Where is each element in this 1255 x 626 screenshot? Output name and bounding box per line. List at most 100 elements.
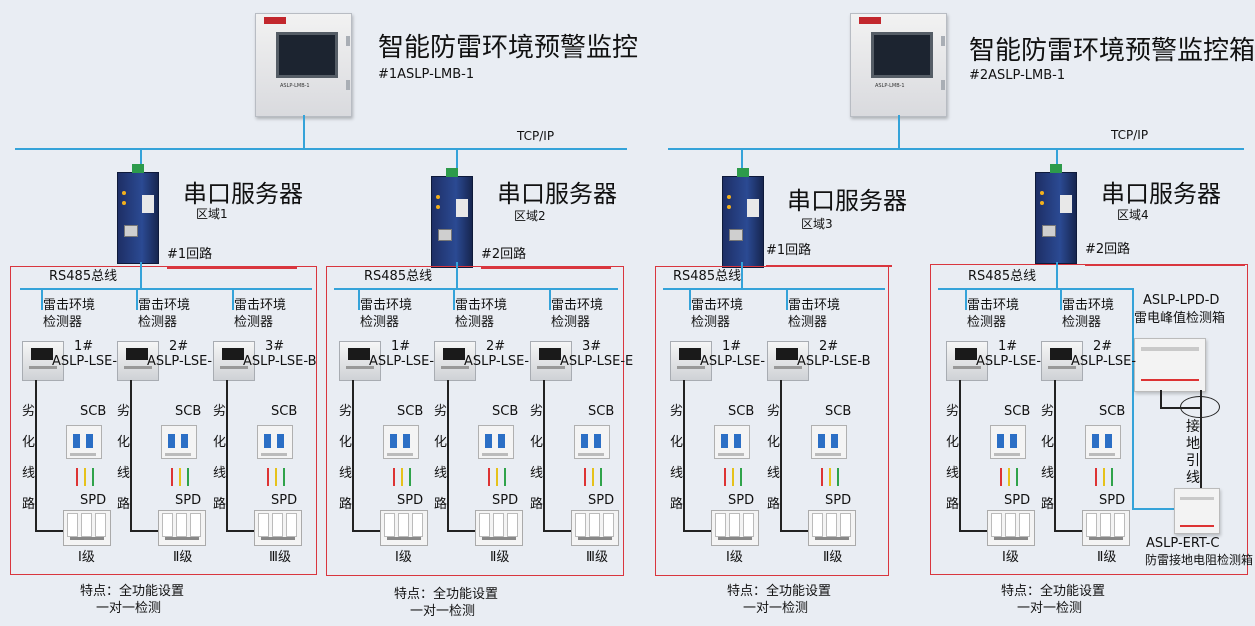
degradation-line-char: 线 [117,466,131,481]
degradation-line-char: 线 [339,466,353,481]
degradation-line-char: 化 [767,435,781,450]
spd-label: SPD [80,493,107,508]
detector-label: 雷击环境 [551,298,604,313]
rs485-label: RS485总线 [673,269,742,284]
detector-label: 雷击环境 [691,298,744,313]
loop-frame-4 [930,264,1248,575]
detector-label: 雷击环境 [1062,298,1115,313]
circuit-breaker [811,425,847,459]
ground-lead-char: 引 [1186,453,1200,469]
degradation-line-char: 劣 [22,404,36,419]
circuit-breaker [383,425,419,459]
rs485-bus [20,288,312,290]
lightning-env-detector [22,341,64,381]
surge-protector [158,510,206,546]
circuit-breaker [714,425,750,459]
detector-label: 检测器 [138,315,178,330]
rs485-label: RS485总线 [364,269,433,284]
protection-grade: Ⅰ级 [726,550,743,565]
detector-number: 1# [722,339,742,354]
spd-label: SPD [175,493,202,508]
lightning-env-detector [434,341,476,381]
lightning-env-detector [213,341,255,381]
lightning-env-detector [530,341,572,381]
protection-grade: Ⅰ级 [78,550,95,565]
degradation-line-char: 路 [434,497,448,512]
serial-server-zone2 [431,168,473,268]
protection-grade: Ⅰ级 [1002,550,1019,565]
detector-label: 雷击环境 [43,298,96,313]
detector-label: 检测器 [691,315,731,330]
protection-grade: Ⅲ级 [586,550,608,565]
detector-label: 检测器 [967,315,1007,330]
circuit-breaker [990,425,1026,459]
surge-protector [987,510,1035,546]
detector-number: 1# [391,339,411,354]
ert-name: 防雷接地电阻检测箱 [1145,553,1254,567]
rs485-bus [938,288,1134,290]
spd-label: SPD [728,493,755,508]
tcp-ip-bus [15,148,627,150]
scb-label: SCB [492,404,519,419]
detector-label: 检测器 [234,315,274,330]
degradation-line-char: 劣 [1041,404,1055,419]
detector-number: 2# [169,339,189,354]
monitor-id: #2ASLP-LMB-1 [969,68,1066,83]
circuit-breaker [257,425,293,459]
serial-server-title: 串口服务器 [1101,180,1221,208]
tcp-ip-label: TCP/IP [517,129,555,143]
degradation-line-char: 线 [670,466,684,481]
circuit-breaker [574,425,610,459]
detector-model: ASLP-LSE- [700,354,766,369]
degradation-line-char: 化 [946,435,960,450]
lightning-env-detector [1041,341,1083,381]
detector-model: ASLP-LSE- [1071,354,1137,369]
circuit-breaker [478,425,514,459]
feature-text: 特点：全功能设置 [1001,584,1106,599]
surge-protector [1082,510,1130,546]
detector-number: 2# [1093,339,1113,354]
detector-label: 雷击环境 [138,298,191,313]
monitor-face-model: ASLP-LMB-1 [280,83,310,89]
spd-label: SPD [492,493,519,508]
detector-label: 雷击环境 [967,298,1020,313]
degradation-line-char: 劣 [339,404,353,419]
degradation-line-char: 化 [339,435,353,450]
surge-protector [63,510,111,546]
surge-protector [571,510,619,546]
feature-text: 特点：全功能设置 [727,584,832,599]
feature-text: 一对一检测 [743,601,809,616]
degradation-line-char: 路 [22,497,36,512]
scb-label: SCB [1004,404,1031,419]
scb-label: SCB [271,404,298,419]
degradation-line-char: 路 [670,497,684,512]
degradation-line-char: 劣 [670,404,684,419]
spd-label: SPD [397,493,424,508]
tcp-ip-bus [668,148,1244,150]
degradation-line-char: 路 [530,497,544,512]
detector-label: 检测器 [43,315,83,330]
tcp-ip-label: TCP/IP [1111,128,1149,142]
degradation-line-char: 路 [213,497,227,512]
degradation-line-char: 化 [213,435,227,450]
degradation-line-char: 线 [213,466,227,481]
lightning-env-detector [670,341,712,381]
detector-label: 检测器 [551,315,591,330]
lightning-env-detector [117,341,159,381]
degradation-line-char: 劣 [767,404,781,419]
detector-label: 雷击环境 [455,298,508,313]
spd-label: SPD [271,493,298,508]
serial-server-title: 串口服务器 [183,180,303,208]
degradation-line-char: 线 [1041,466,1055,481]
protection-grade: Ⅱ级 [823,550,843,565]
protection-grade: Ⅲ级 [269,550,291,565]
protection-grade: Ⅰ级 [395,550,412,565]
loop-label: #2回路 [481,247,527,262]
scb-label: SCB [80,404,107,419]
protection-grade: Ⅱ级 [490,550,510,565]
lightning-env-detector [767,341,809,381]
surge-protector [711,510,759,546]
scb-label: SCB [588,404,615,419]
scb-label: SCB [728,404,755,419]
surge-protector [254,510,302,546]
